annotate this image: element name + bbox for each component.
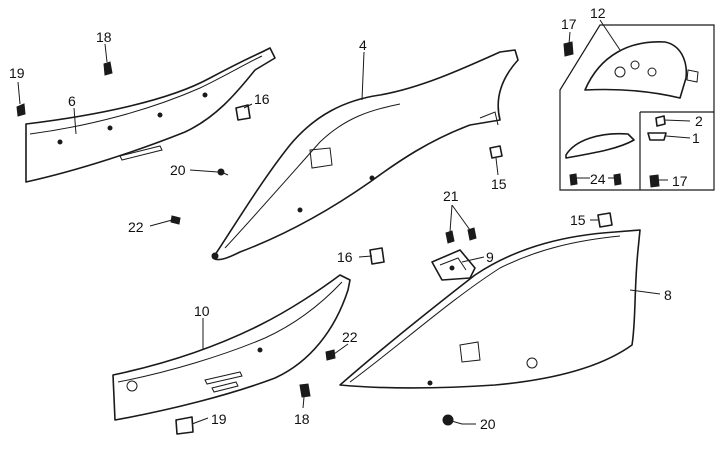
callout-17-lower: 17 bbox=[672, 173, 688, 189]
callout-1: 1 bbox=[692, 130, 700, 146]
callout-18-upper: 18 bbox=[96, 29, 112, 45]
part-12-assembly-box bbox=[559, 24, 715, 191]
callout-15-upper: 15 bbox=[491, 176, 507, 192]
part-10-lower-side-rail bbox=[112, 274, 351, 421]
part-9-bracket bbox=[431, 249, 476, 281]
part-24-lower-cover bbox=[565, 132, 635, 159]
callout-18-lower: 18 bbox=[294, 411, 310, 427]
callout-24: 24 bbox=[590, 171, 606, 187]
callout-16-lower: 16 bbox=[337, 249, 353, 265]
callout-12: 12 bbox=[590, 5, 606, 21]
callout-20-upper: 20 bbox=[170, 162, 186, 178]
part-6-upper-side-rail bbox=[25, 47, 276, 183]
callout-2: 2 bbox=[695, 113, 703, 129]
callout-22-upper: 22 bbox=[128, 219, 144, 235]
callout-15-right: 15 bbox=[570, 212, 586, 228]
callout-19-lower: 19 bbox=[211, 411, 227, 427]
callout-8: 8 bbox=[664, 287, 672, 303]
callout-19-upper: 19 bbox=[9, 65, 25, 81]
callout-9: 9 bbox=[486, 249, 494, 265]
callout-22-lower: 22 bbox=[342, 329, 358, 345]
callout-4: 4 bbox=[359, 37, 367, 53]
part-4-left-body-cover bbox=[211, 49, 519, 261]
part-8-right-body-cover bbox=[339, 229, 641, 389]
fasteners bbox=[16, 41, 667, 435]
leader-lines bbox=[17, 19, 691, 425]
callout-labels: 1 2 4 6 8 9 10 12 15 15 16 16 17 17 18 1… bbox=[9, 5, 703, 432]
callout-6: 6 bbox=[68, 93, 76, 109]
part-12-top-cover bbox=[584, 41, 699, 99]
callout-17-upper: 17 bbox=[561, 16, 577, 32]
callout-10: 10 bbox=[194, 303, 210, 319]
callout-16-upper: 16 bbox=[254, 91, 270, 107]
callout-21: 21 bbox=[443, 188, 459, 204]
callout-20-lower: 20 bbox=[480, 416, 496, 432]
